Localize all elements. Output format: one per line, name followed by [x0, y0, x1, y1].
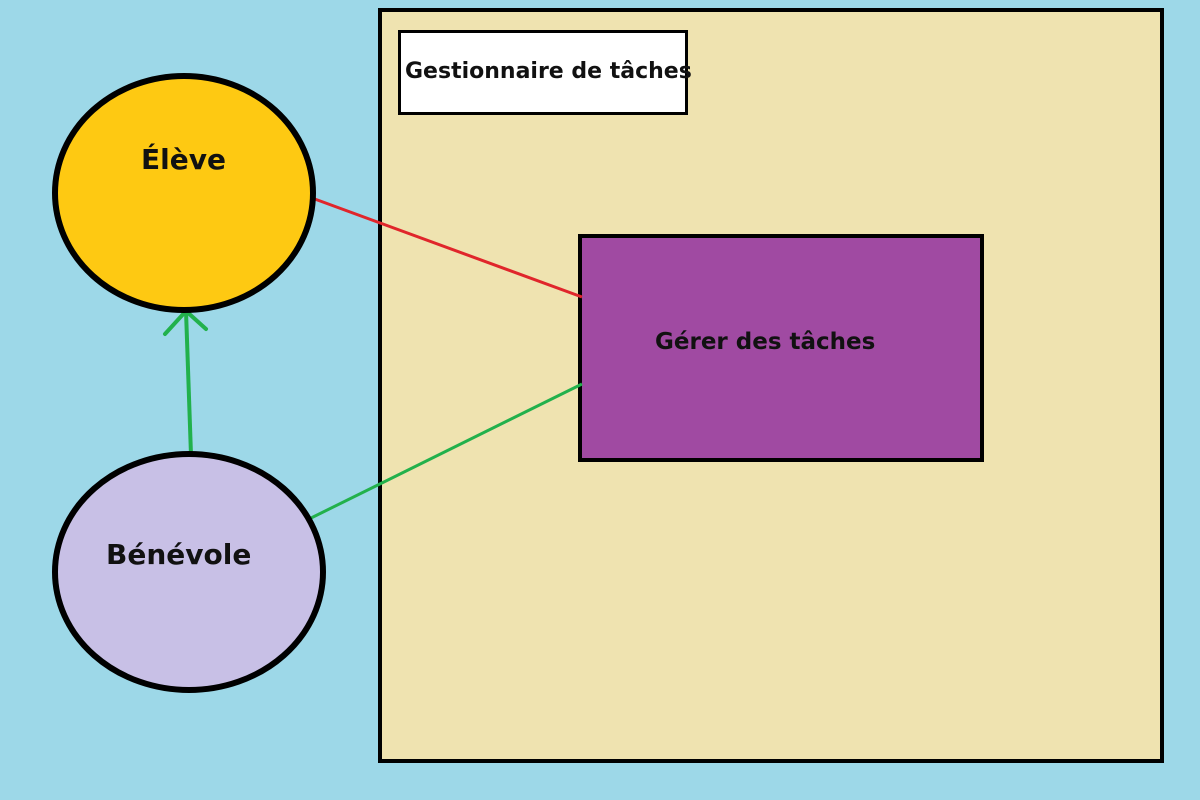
use-case-label: Gérer des tâches [655, 329, 876, 355]
association-line-benevole [306, 382, 583, 522]
generalization-arrow-shaft [184, 310, 193, 456]
system-title: Gestionnaire de tâches [405, 59, 692, 84]
association-line-eleve [311, 196, 583, 299]
system-title-box [398, 30, 688, 115]
actor-eleve-label: Élève [141, 143, 226, 176]
actor-benevole-label: Bénévole [106, 538, 252, 571]
actor-eleve-circle [52, 73, 316, 313]
actor-benevole-circle [52, 451, 326, 693]
use-case-box [578, 234, 984, 462]
